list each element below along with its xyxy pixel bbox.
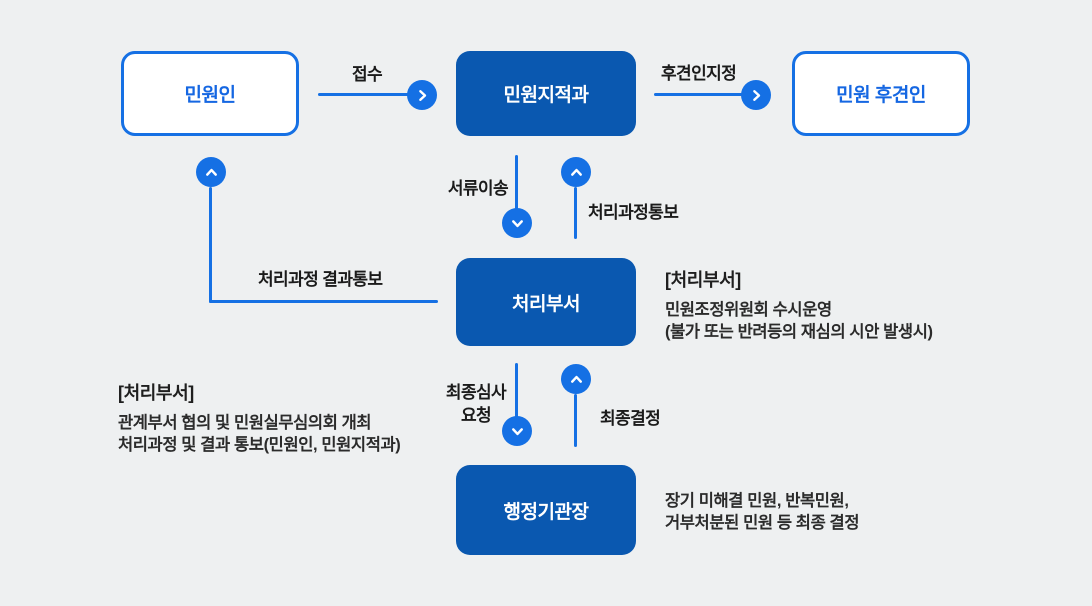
label-receipt: 접수 xyxy=(352,65,383,84)
node-complaint-dept-label: 민원지적과 xyxy=(503,85,589,106)
arrowhead-receipt xyxy=(407,80,437,110)
annotation-agency-head-right: 장기 미해결 민원, 반복민원, 거부처분된 민원 등 최종 결정 xyxy=(665,490,860,534)
node-handling-dept-label: 처리부서 xyxy=(512,293,580,315)
node-applicant-label: 민원인 xyxy=(184,85,236,106)
label-document-transfer: 서류이송 xyxy=(447,179,509,198)
node-agency-head-label: 행정기관장 xyxy=(503,501,589,523)
node-applicant: 민원인 xyxy=(121,51,299,136)
edge-guardian-designation-line xyxy=(654,93,744,96)
label-final-review-line1: 최종심사 xyxy=(445,383,507,402)
edge-process-notice-line xyxy=(574,187,577,239)
edge-receipt-line xyxy=(318,93,412,96)
chevron-up-icon xyxy=(570,168,582,176)
annotation-line: 처리과정 및 결과 통보(민원인, 민원지적과) xyxy=(118,436,401,454)
annotation-title: [처리부서] xyxy=(665,270,741,290)
annotation-line: (불가 또는 반려등의 재심의 시안 발생시) xyxy=(665,323,933,341)
annotation-line: 관계부서 협의 및 민원실무심의회 개최 xyxy=(118,414,372,432)
arrowhead-final-review xyxy=(502,416,532,446)
label-guardian-designation: 후견인지정 xyxy=(661,64,737,83)
node-handling-dept: 처리부서 xyxy=(456,258,636,346)
edge-document-transfer-line xyxy=(515,155,518,211)
annotation-line: 민원조정위원회 수시운영 xyxy=(665,301,832,319)
edge-final-review-line xyxy=(515,363,518,419)
annotation-line: 장기 미해결 민원, 반복민원, xyxy=(665,492,849,510)
edge-result-notice-vline xyxy=(209,187,212,303)
node-guardian-label: 민원 후견인 xyxy=(836,85,926,106)
label-final-review-line2: 요청 xyxy=(460,406,492,425)
node-complaint-dept: 민원지적과 xyxy=(456,51,636,136)
arrowhead-process-notice xyxy=(561,157,591,187)
chevron-up-icon xyxy=(570,375,582,383)
annotation-title: [처리부서] xyxy=(118,383,194,403)
annotation-handling-dept-left: [처리부서] 관계부서 협의 및 민원실무심의회 개최 처리과정 및 결과 통보… xyxy=(118,379,401,456)
label-final-review: 최종심사 요청 xyxy=(441,381,511,427)
label-process-notice: 처리과정통보 xyxy=(588,203,679,222)
arrowhead-final-decision xyxy=(561,364,591,394)
chevron-right-icon xyxy=(752,89,760,101)
annotation-line: 거부처분된 민원 등 최종 결정 xyxy=(665,514,860,532)
chevron-down-icon xyxy=(511,219,523,227)
chevron-down-icon xyxy=(511,427,523,435)
annotation-handling-dept-right: [처리부서] 민원조정위원회 수시운영 (불가 또는 반려등의 재심의 시안 발… xyxy=(665,266,933,343)
arrowhead-document-transfer xyxy=(502,208,532,238)
label-result-notice: 처리과정 결과통보 xyxy=(258,270,383,289)
edge-final-decision-line xyxy=(574,394,577,447)
arrowhead-guardian-designation xyxy=(741,80,771,110)
chevron-right-icon xyxy=(418,89,426,101)
node-agency-head: 행정기관장 xyxy=(456,465,636,555)
chevron-up-icon xyxy=(205,168,217,176)
edge-result-notice-hline xyxy=(209,300,438,303)
arrowhead-result-notice xyxy=(196,157,226,187)
label-final-decision: 최종결정 xyxy=(600,409,661,428)
node-guardian: 민원 후견인 xyxy=(792,51,970,136)
